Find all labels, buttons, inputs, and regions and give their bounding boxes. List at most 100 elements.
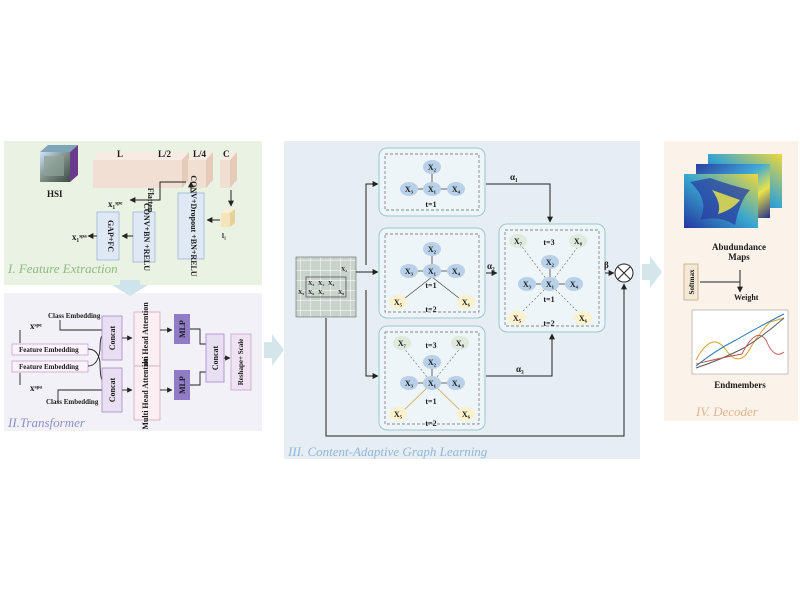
- conv-block-C: [220, 152, 237, 188]
- mha-box-2: [133, 365, 161, 421]
- trans-wires: [19, 320, 103, 402]
- x-spe-label: xˢᵖᵉ: [30, 321, 42, 331]
- graph-4-labels: X₇ X₈ X₂ X₃ X₁ X₄ X₅ X₆ t=3 t=1 t=2: [513, 237, 588, 328]
- node-label: X₃: [405, 379, 414, 388]
- hsi-cube: [40, 145, 78, 182]
- endmembers-label: Endmembers: [714, 380, 766, 390]
- concat-label-3: Concat: [211, 345, 220, 370]
- arrow-grid-to-g3: [365, 290, 379, 379]
- grid-node-labels: X₂ X₃ X₁ X₄ X₅ X₆ X₇ X₈: [298, 267, 347, 296]
- grid-label: X₁: [318, 281, 324, 287]
- panel-arrow-to-decoder: [642, 256, 662, 288]
- node-label: X₄: [452, 185, 461, 194]
- alpha1-label: α₁: [510, 172, 518, 182]
- grid-label: X₈: [338, 290, 344, 296]
- node-label: X₃: [405, 267, 414, 276]
- node-label: X₈: [456, 339, 465, 348]
- mlp-label-1: MLP: [178, 320, 187, 338]
- layer-label-L2: L/2: [158, 149, 172, 159]
- node-label: X₅: [513, 314, 522, 323]
- abundance-maps-label-1: Abudundance: [712, 242, 766, 252]
- graph-box-2-inner: [384, 233, 480, 313]
- node-label: X₂: [428, 358, 437, 367]
- t-label: t=1: [425, 200, 436, 209]
- grid-label: X₄: [328, 281, 334, 287]
- l1-block: [221, 209, 235, 227]
- node-label: X₄: [452, 267, 461, 276]
- graph-2-nodes: [389, 242, 475, 309]
- conv-dropout-label: CONV+Dropout +BN+RELU: [189, 175, 198, 277]
- conv-block-L4: [188, 152, 213, 188]
- conv-block-L: [93, 152, 160, 188]
- arrow-skip-to-output: [325, 283, 627, 437]
- panel-arrow-to-graph: [264, 334, 284, 366]
- grid-highlight: [305, 276, 347, 298]
- section-label-decoder: IV. Decoder: [695, 404, 759, 419]
- arrow-grid-to-g1: [365, 181, 379, 265]
- node-label: X₇: [514, 237, 523, 246]
- graph-box-4-inner: [504, 229, 600, 327]
- t-label: t=1: [425, 281, 436, 290]
- grid-label: X₃: [308, 281, 314, 287]
- node-label: X₁: [428, 185, 437, 194]
- abundance-maps-stack: [684, 154, 782, 228]
- conv-bn-label: CONV+BN +RELU: [142, 203, 151, 271]
- t-label: t=3: [543, 238, 554, 247]
- graph-1-labels: X₂ X₃ X₁ X₄ t=1: [405, 163, 461, 209]
- mha-label-2: Multi Head Attention: [141, 356, 150, 430]
- concat-label-1: Concat: [108, 325, 117, 350]
- grid-label: X₂: [341, 267, 347, 273]
- node-label: X₂: [428, 245, 437, 254]
- node-label: X₁: [428, 379, 437, 388]
- node-label: X₇: [398, 339, 407, 348]
- layer-label-L4: L/4: [193, 149, 207, 159]
- section-label-graph-learning: III. Content-Adaptive Graph Learning: [287, 444, 488, 459]
- grid-label: X₆: [308, 290, 314, 296]
- feature-embedding-box-1: [11, 343, 89, 356]
- endmember-plot: [691, 309, 789, 375]
- conv-block-L2: [152, 152, 189, 188]
- input-patch-grid: [295, 256, 357, 318]
- t-label: t=1: [425, 397, 436, 406]
- l1-label: l₁: [222, 232, 226, 240]
- graph-4-nodes: [508, 234, 592, 325]
- arrow-mlps-concat3: [190, 328, 206, 386]
- graph-box-3-inner: [384, 331, 480, 425]
- reshape-box: [230, 333, 252, 391]
- node-label: X₂: [428, 163, 437, 172]
- t-label: t=3: [425, 341, 436, 350]
- node-label: X₆: [579, 314, 588, 323]
- layer-label-C: C: [223, 149, 230, 159]
- node-label: X₂: [546, 258, 555, 267]
- node-label: X₆: [462, 410, 471, 419]
- t-label: t=2: [543, 319, 554, 328]
- gap-fc-label: GAP+FC: [106, 220, 115, 252]
- node-label: X₃: [523, 280, 532, 289]
- graph-3-nodes: [389, 336, 475, 421]
- beta-label: β: [604, 260, 609, 270]
- softmax-box: [683, 263, 699, 301]
- node-label: X₅: [394, 410, 403, 419]
- node-label: X₄: [452, 379, 461, 388]
- node-label: X₈: [574, 237, 583, 246]
- t-label: t=2: [425, 419, 436, 428]
- node-label: X₁: [428, 267, 437, 276]
- grid-label: X₅: [298, 290, 304, 296]
- node-label: X₃: [405, 185, 414, 194]
- grid-label: X₇: [318, 290, 324, 296]
- decoder-arrows: [700, 270, 740, 292]
- mlp-label-2: MLP: [178, 376, 187, 394]
- softmax-label: Softmax: [688, 269, 696, 294]
- alpha2-label: α₂: [487, 261, 495, 271]
- feature-embedding-box-2: [11, 360, 89, 373]
- node-label: X₁: [546, 280, 555, 289]
- graph-3-labels: X₇ X₈ X₂ X₃ X₁ X₄ X₅ X₆ t=3 t=1 t=2: [394, 339, 471, 428]
- mlp-box-2: [174, 370, 190, 400]
- x-spa-label: xˢᵖᵃ: [30, 383, 42, 393]
- x1-spa-label: x₁ˢᵖᵃ: [72, 232, 87, 242]
- graph-1-nodes: [400, 160, 465, 196]
- feature-embedding-1: Feature Embedding: [19, 346, 79, 354]
- concat-label-2: Concat: [108, 377, 117, 402]
- arrow-flatten: [129, 181, 186, 203]
